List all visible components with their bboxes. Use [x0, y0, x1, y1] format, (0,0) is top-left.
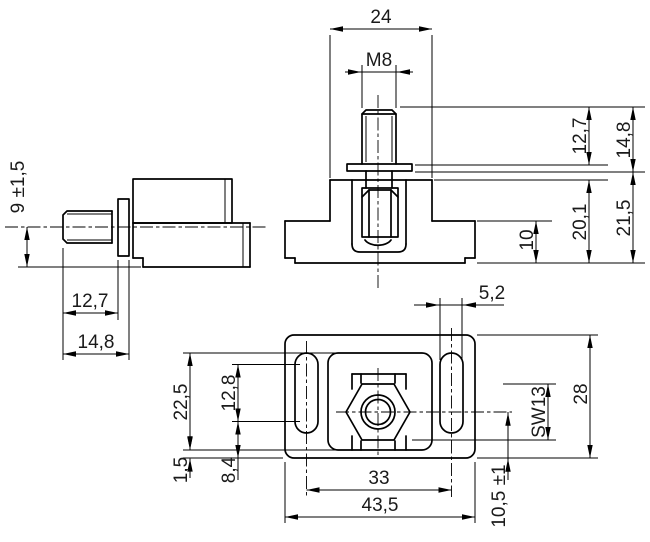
stud-side: [62, 210, 113, 244]
dim-slot-width: 5,2: [479, 283, 505, 304]
dim-plate-width: 28: [571, 383, 592, 404]
dim-stud-length: 14,8: [78, 332, 115, 353]
dim-body-height: 20,1: [570, 204, 591, 241]
dim-plate-length: 43,5: [362, 495, 399, 516]
dim-hole-to-edge: 10,5 ±1: [489, 464, 510, 527]
dim-slot-centers: 33: [368, 468, 389, 489]
bottom-view: [284, 328, 512, 497]
dim-thread-length: 12,7: [72, 291, 109, 312]
dim-stud-to-washer-bottom: 14,8: [614, 122, 635, 159]
front-view: [284, 95, 476, 288]
hex-head-front: [361, 187, 399, 238]
bottom-view-centerlines: [306, 328, 512, 497]
stud-outline: [361, 109, 397, 165]
dim-slot-zone-length: 22,5: [171, 384, 192, 421]
dim-thread: M8: [366, 50, 392, 71]
dimension-lines: [24, 26, 636, 520]
washer-side: [117, 198, 130, 257]
boss-outline: [327, 352, 433, 451]
washer-front: [346, 163, 413, 172]
dim-slot-end-offset: 8,4: [219, 456, 240, 483]
plate-outline: [284, 334, 476, 459]
dim-rim-offset: 1,5: [171, 457, 192, 483]
left-slot: [294, 352, 319, 434]
dim-base-thickness: 10: [517, 229, 538, 250]
right-slot: [439, 352, 464, 434]
dim-hex-wrench-size: SW13: [529, 386, 550, 438]
extension-lines: [18, 35, 645, 523]
dimension-labels: 24 M8 12,7 14,8 20,1 21,5 10 9 ±1,5 12,7…: [8, 7, 635, 528]
dim-axis-height: 9 ±1,5: [8, 161, 29, 214]
dim-block-width: 24: [370, 7, 392, 28]
dim-overall-height: 21,5: [614, 200, 635, 237]
dim-stud-to-washer-top: 12,7: [570, 118, 591, 155]
dim-slot-length: 12,8: [219, 375, 240, 412]
side-view: [5, 178, 268, 268]
block-side: [132, 178, 233, 224]
